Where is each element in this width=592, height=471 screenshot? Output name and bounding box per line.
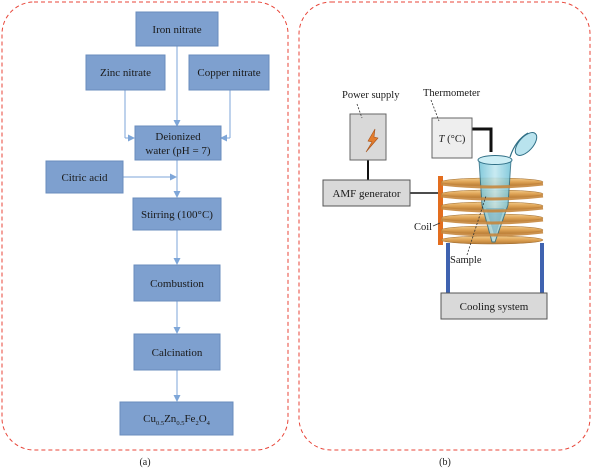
cooling-system-label: Cooling system: [460, 301, 529, 313]
sample-label: Sample: [450, 255, 482, 266]
box-deionized-water: Deionized water (pH = 7): [134, 125, 222, 161]
box-zinc-nitrate-label: Zinc nitrate: [100, 67, 151, 79]
power-supply-label: Power supply: [342, 90, 400, 101]
box-copper-nitrate: Copper nitrate: [188, 54, 270, 91]
box-combustion: Combustion: [133, 264, 221, 302]
coil-label: Coil: [414, 222, 432, 233]
box-product: Cu0.5Zn0.5Fe2O4: [119, 401, 234, 436]
box-iron-nitrate: Iron nitrate: [135, 11, 219, 47]
box-citric-acid-label: Citric acid: [61, 172, 108, 184]
apparatus: Power supply T (°C) Thermometer AMF gene…: [322, 88, 548, 320]
box-citric-acid: Citric acid: [45, 160, 124, 194]
cooling-system: Cooling system: [440, 292, 548, 320]
product-formula: Cu0.5Zn0.5Fe2O4: [143, 413, 211, 427]
wire-thermometer-to-sample: [469, 127, 493, 152]
box-water-line2: water (pH = 7): [145, 145, 210, 157]
power-supply-pointer: [356, 103, 363, 119]
lightning-icon: [365, 128, 379, 153]
coil-post: [438, 176, 443, 245]
caption-b: (b): [439, 457, 451, 468]
induction-coil-front: [440, 182, 544, 237]
box-iron-nitrate-label: Iron nitrate: [152, 24, 201, 36]
thermometer-pointer: [430, 99, 440, 122]
tube-cap: [509, 132, 538, 158]
power-supply-unit: [349, 113, 387, 161]
box-calcination-label: Calcination: [152, 347, 203, 359]
box-water-line1: Deionized: [155, 131, 201, 143]
box-stirring: Stirring (100°C): [132, 197, 222, 231]
panel-a-border: [1, 1, 289, 451]
box-calcination: Calcination: [133, 333, 221, 371]
caption-a: (a): [139, 457, 150, 468]
thermometer-unit: T (°C): [431, 117, 473, 159]
panel-b-border: [298, 1, 591, 451]
amf-generator: AMF generator: [322, 179, 411, 207]
box-stirring-label: Stirring (100°C): [141, 209, 213, 221]
box-copper-nitrate-label: Copper nitrate: [197, 67, 260, 79]
box-combustion-label: Combustion: [150, 278, 204, 290]
coil-pointer: [432, 222, 441, 227]
amf-generator-label: AMF generator: [332, 188, 400, 200]
flowchart: Iron nitrate Zinc nitrate Copper nitrate…: [45, 11, 270, 436]
thermometer-display: T (°C): [439, 134, 466, 145]
box-zinc-nitrate: Zinc nitrate: [85, 54, 166, 91]
thermometer-label: Thermometer: [423, 88, 481, 99]
